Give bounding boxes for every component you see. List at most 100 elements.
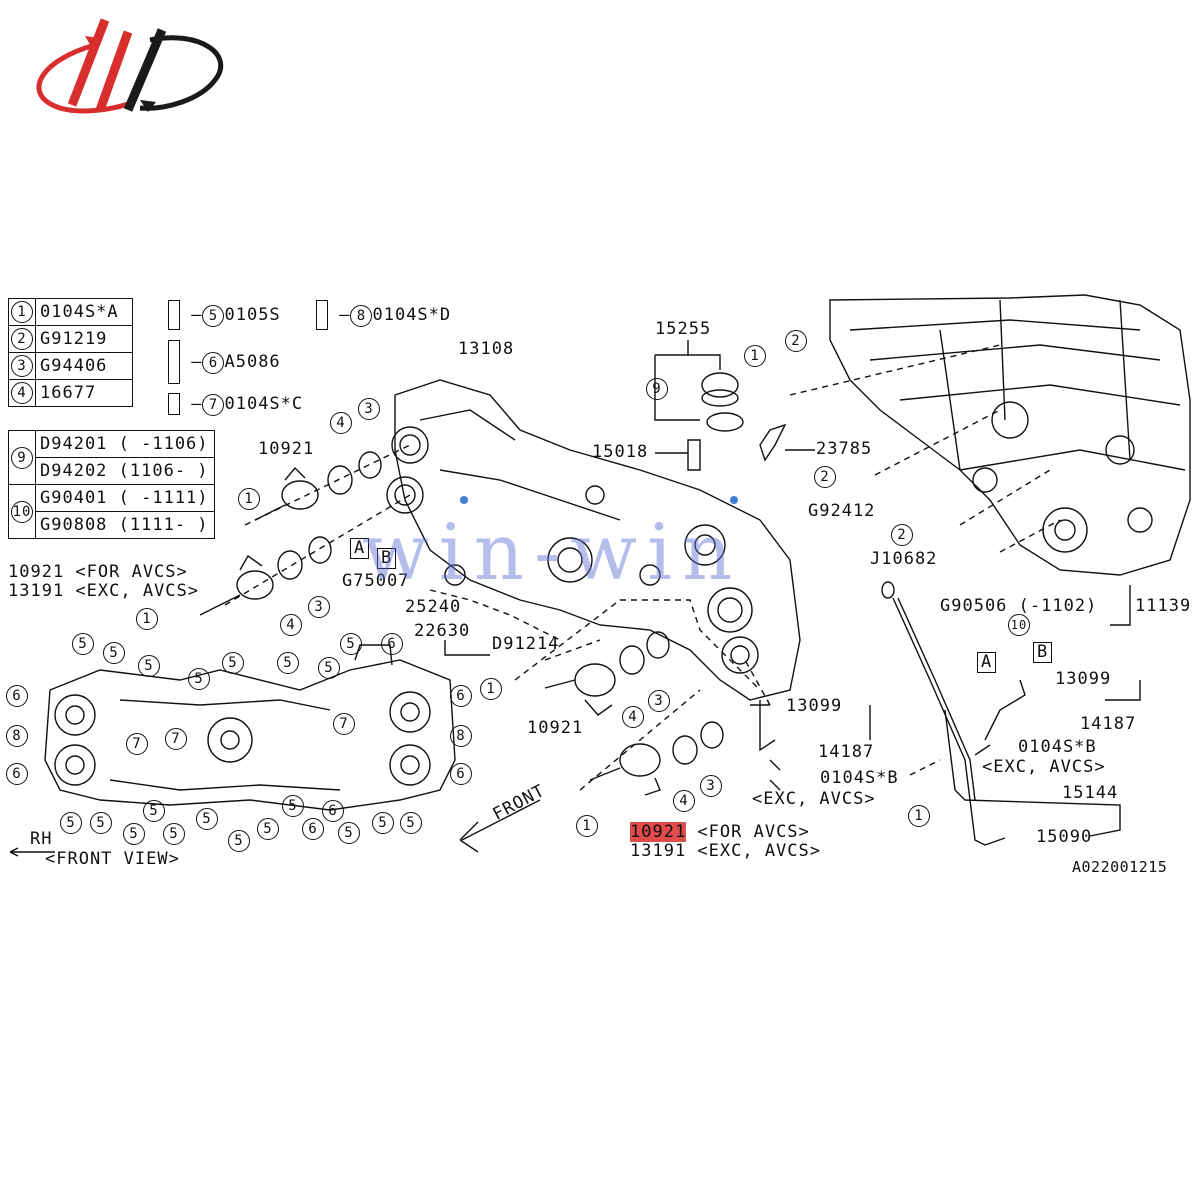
callout-2: 2 xyxy=(785,330,807,352)
label-15018: 15018 xyxy=(592,442,649,462)
label-13099-right: 13099 xyxy=(1055,669,1112,689)
label-23785: 23785 xyxy=(816,439,873,459)
callout-5: 5 xyxy=(340,633,362,655)
callout-number: 9 xyxy=(11,446,33,469)
callout-5: 5 xyxy=(188,668,210,690)
highlighted-part-number: 10921 xyxy=(630,822,687,842)
solenoid-bottom xyxy=(589,721,724,796)
callout-5: 5 xyxy=(60,812,82,834)
callout-9: 9 xyxy=(646,378,668,400)
marker-b-right: B xyxy=(1033,642,1053,663)
callout-5: 5 xyxy=(257,818,279,840)
label-15255: 15255 xyxy=(655,319,712,339)
label-13191-exc: 13191 <EXC, AVCS> xyxy=(8,581,199,601)
callout-6: 6 xyxy=(450,763,472,785)
callout-5: 5 xyxy=(282,795,304,817)
callout-3: 3 xyxy=(648,690,670,712)
solenoid-left xyxy=(199,536,332,616)
solenoid-mid xyxy=(544,631,670,716)
label-11139: 11139 xyxy=(1135,596,1192,616)
legend-row: D94202 (1106- ) xyxy=(9,457,215,485)
label-D91214: D91214 xyxy=(492,634,560,654)
label-25240: 25240 xyxy=(405,597,462,617)
sensor-13099-right xyxy=(974,679,1026,756)
bolt-code: 0105S xyxy=(224,305,281,325)
callout-5: 5 xyxy=(318,657,340,679)
callout-1: 1 xyxy=(576,815,598,837)
callout-3: 3 xyxy=(700,775,722,797)
label-13108: 13108 xyxy=(458,339,515,359)
watermark: win-win xyxy=(362,508,743,598)
label-G75007: G75007 xyxy=(342,571,410,591)
label-exc-mid: <EXC, AVCS> xyxy=(752,789,876,809)
callout-5: 5 xyxy=(163,823,185,845)
callout-6: 6 xyxy=(6,685,28,707)
label-10921-top: 10921 xyxy=(258,439,315,459)
callout-4: 4 xyxy=(673,790,695,812)
callout-5: 5 xyxy=(72,633,94,655)
part-qualifier: <FOR AVCS> xyxy=(686,822,810,842)
legend-code: G94406 xyxy=(35,352,133,380)
callout-5: 5 xyxy=(138,655,160,677)
label-J10682: J10682 xyxy=(870,549,938,569)
label-15144: 15144 xyxy=(1062,783,1119,803)
callout-8: 8 xyxy=(450,725,472,747)
oil-filler-cap xyxy=(654,340,744,432)
label-15090: 15090 xyxy=(1036,827,1093,847)
callout-5: 5 xyxy=(222,652,244,674)
bolt-code: A5086 xyxy=(224,352,281,372)
callout-5: 5 xyxy=(277,652,299,674)
callout-5: 5 xyxy=(103,642,125,664)
callout-3: 3 xyxy=(358,398,380,420)
callout-number: 1 xyxy=(11,301,33,323)
callout-5: 5 xyxy=(372,812,394,834)
callout-number: 4 xyxy=(11,382,33,404)
bolt-code: 0104S*D xyxy=(372,305,452,325)
engine-block xyxy=(829,294,1191,576)
callout-6: 6 xyxy=(322,800,344,822)
callout-5: 5 xyxy=(123,823,145,845)
label-22630: 22630 xyxy=(414,621,471,641)
callout-number: 7 xyxy=(202,394,225,416)
callout-5: 5 xyxy=(196,808,218,830)
label-0104SB-mid: 0104S*B xyxy=(820,768,899,788)
label-10921-avcs: 10921 <FOR AVCS> xyxy=(8,562,188,582)
callout-1: 1 xyxy=(480,678,502,700)
callout-7: 7 xyxy=(126,733,148,755)
callout-10: 10 xyxy=(1008,614,1030,636)
legend-code: 16677 xyxy=(35,379,133,407)
diagram-reference-code: A022001215 xyxy=(1072,858,1168,876)
timing-cover-13108 xyxy=(386,379,801,701)
solenoid-top xyxy=(254,451,382,521)
legend-code: G90808 (1111- ) xyxy=(35,511,215,539)
callout-4: 4 xyxy=(622,706,644,728)
callout-6: 6 xyxy=(302,818,324,840)
front-arrow xyxy=(459,799,541,853)
callout-2: 2 xyxy=(891,524,913,546)
label-10921-bottom: 10921 <FOR AVCS> xyxy=(630,822,810,842)
dipstick xyxy=(881,581,1006,846)
callout-5: 5 xyxy=(338,822,360,844)
marker-a-right: A xyxy=(977,652,997,673)
label-14187-right: 14187 xyxy=(1080,714,1137,734)
callout-2: 2 xyxy=(814,466,836,488)
callout-5: 5 xyxy=(228,830,250,852)
label-exc-right: <EXC, AVCS> xyxy=(982,757,1106,777)
dipstick-tube xyxy=(944,709,1121,837)
brand-logo xyxy=(36,18,224,114)
callout-7: 7 xyxy=(165,728,187,750)
callout-number: 2 xyxy=(11,328,33,350)
callout-5: 5 xyxy=(400,812,422,834)
callout-7: 7 xyxy=(333,713,355,735)
callout-5: 5 xyxy=(90,812,112,834)
callout-1: 1 xyxy=(136,608,158,630)
callout-6: 6 xyxy=(450,685,472,707)
callout-6: 6 xyxy=(381,633,403,655)
